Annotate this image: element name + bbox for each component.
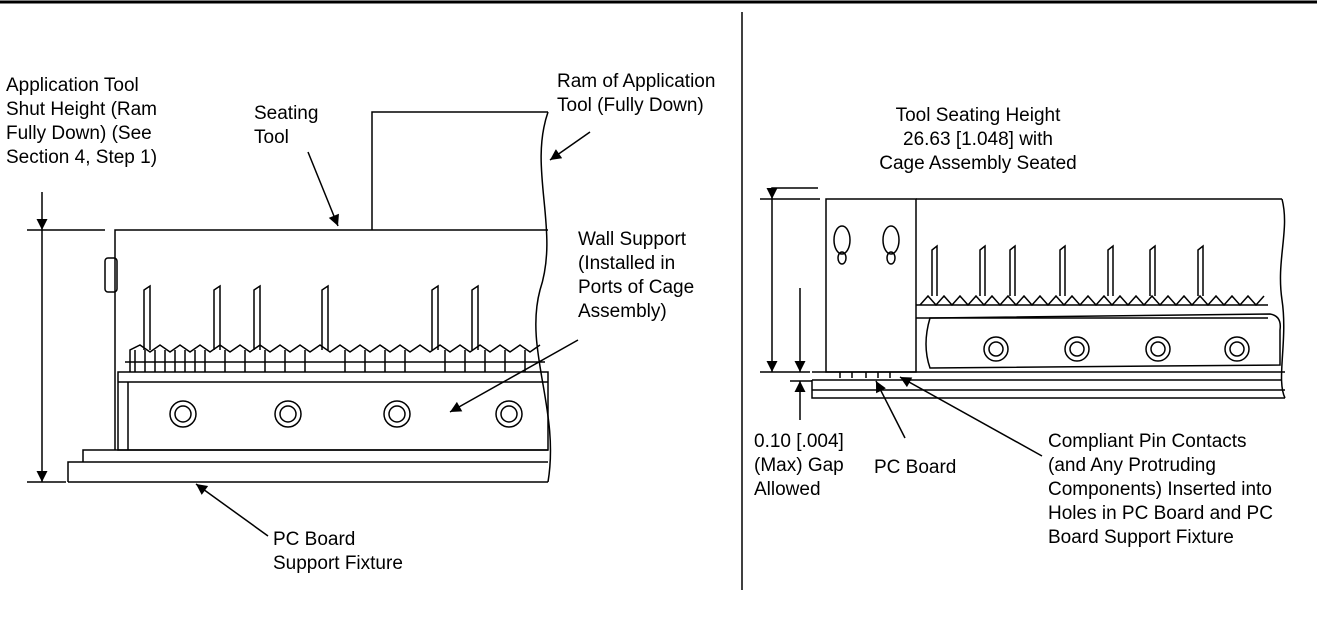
cage-rail xyxy=(117,371,549,451)
wall-support-label: Wall Support (Installed in Ports of Cage… xyxy=(578,229,695,322)
compliant-pin-arrow xyxy=(899,376,1043,457)
contact-row xyxy=(125,344,545,372)
wall-support-posts xyxy=(143,284,479,350)
seating-height-label: Tool Seating Height 26.63 [1.048] with C… xyxy=(879,105,1077,174)
hex-screws xyxy=(169,400,523,428)
right-pc-board xyxy=(812,371,1285,381)
ram-block xyxy=(371,111,548,230)
right-assembly-view xyxy=(811,198,1286,399)
ram-label: Ram of Application Tool (Fully Down) xyxy=(557,71,716,116)
wall-support-arrow xyxy=(449,339,579,413)
pcb-support-arrow xyxy=(195,483,269,537)
seating-height-dimension xyxy=(760,187,820,373)
seating-tool-body xyxy=(114,229,548,450)
right-hex-screws xyxy=(983,336,1250,362)
pc-board-label: PC Board xyxy=(874,457,957,478)
pc-board-arrow xyxy=(875,380,906,439)
left-leaders xyxy=(195,131,591,537)
right-break-line xyxy=(1279,198,1286,399)
tool-slots xyxy=(833,225,900,265)
right-support-fixture xyxy=(811,380,1285,399)
gap-label: 0.10 [.004] (Max) Gap Allowed xyxy=(754,431,844,500)
ram-arrow xyxy=(549,131,591,161)
right-leaders xyxy=(875,376,1043,457)
left-assembly-view xyxy=(67,111,552,483)
shut-height-label: Application Tool Shut Height (Ram Fully … xyxy=(6,75,158,168)
shut-height-dimension xyxy=(27,192,105,483)
right-cage-rail xyxy=(925,313,1282,369)
support-fixture xyxy=(67,461,548,483)
compliant-pin-label: Compliant Pin Contacts (and Any Protrudi… xyxy=(1048,431,1273,548)
seating-tool-label: Seating Tool xyxy=(254,103,319,148)
right-seating-tool xyxy=(825,198,917,373)
gap-dimension xyxy=(790,288,812,420)
seating-tool-arrow xyxy=(307,151,339,227)
pcb-support-label: PC Board Support Fixture xyxy=(273,529,403,574)
tool-side-knob xyxy=(104,257,118,293)
right-posts xyxy=(931,244,1204,296)
